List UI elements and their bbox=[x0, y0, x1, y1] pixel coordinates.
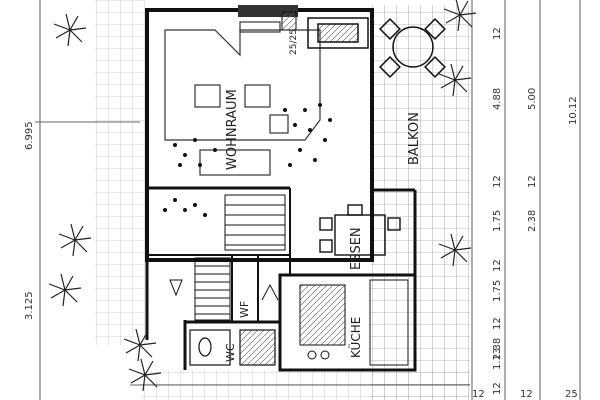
dim-r2-2: 2.38 bbox=[527, 210, 538, 232]
stairs bbox=[169, 194, 286, 321]
dimension-lines bbox=[35, 0, 581, 400]
dim-b-3: 25 bbox=[565, 389, 578, 400]
room-label-wohnraum: WOHNRAUM bbox=[225, 89, 240, 170]
dimension-texts-col1: 12 4.88 12 1.75 12 1.75 12 2.38 12 bbox=[492, 27, 503, 395]
dim-r1-2: 12 bbox=[492, 175, 503, 188]
dim-r1-3: 1.75 bbox=[492, 210, 503, 232]
dim-r1-1: 4.88 bbox=[492, 88, 503, 110]
dim-r2-1: 12 bbox=[527, 175, 538, 188]
balcony-table bbox=[379, 18, 446, 78]
chimney bbox=[238, 5, 298, 31]
dimension-texts-col3: 10.12 bbox=[568, 96, 579, 125]
room-label-essen: ESSEN bbox=[349, 227, 364, 270]
chimney-label: 25/25 bbox=[289, 29, 299, 55]
dim-left-bottom: 3.125 bbox=[24, 291, 35, 320]
kitchen-counter bbox=[299, 279, 409, 366]
dimension-texts-bottom: 1.13 12 12 25 bbox=[472, 348, 578, 400]
dim-b-1: 12 bbox=[472, 389, 485, 400]
dim-r1-6: 12 bbox=[492, 317, 503, 330]
dim-b-0: 1.13 bbox=[492, 348, 503, 370]
room-label-kueche: KÜCHE bbox=[347, 317, 363, 358]
room-label-wf: WF bbox=[238, 301, 251, 318]
wc-fixtures bbox=[189, 329, 276, 366]
dim-r1-8: 12 bbox=[492, 382, 503, 395]
decorative-dots bbox=[163, 103, 332, 217]
dim-r3-0: 10.12 bbox=[568, 96, 579, 125]
room-label-balkon: BALKON bbox=[407, 112, 422, 165]
dim-r1-5: 1.75 bbox=[492, 280, 503, 302]
living-room-furniture bbox=[164, 21, 321, 176]
planter bbox=[307, 17, 369, 49]
dim-r1-7: 2.38 bbox=[492, 338, 503, 360]
balcony-tiles bbox=[370, 5, 470, 400]
dim-r1-0: 12 bbox=[492, 27, 503, 40]
tree-symbols bbox=[48, 0, 477, 392]
inner-walls bbox=[147, 186, 415, 324]
room-label-wc: WC bbox=[224, 343, 237, 362]
dimension-texts-col2: 5.00 12 2.38 bbox=[527, 88, 538, 232]
dim-left-top: 6.995 bbox=[24, 121, 35, 150]
dim-b-2: 12 bbox=[520, 389, 533, 400]
dim-r1-4: 12 bbox=[492, 259, 503, 272]
dining-table bbox=[319, 204, 401, 256]
outer-paving-left bbox=[95, 0, 145, 345]
dim-r2-0: 5.00 bbox=[527, 88, 538, 110]
